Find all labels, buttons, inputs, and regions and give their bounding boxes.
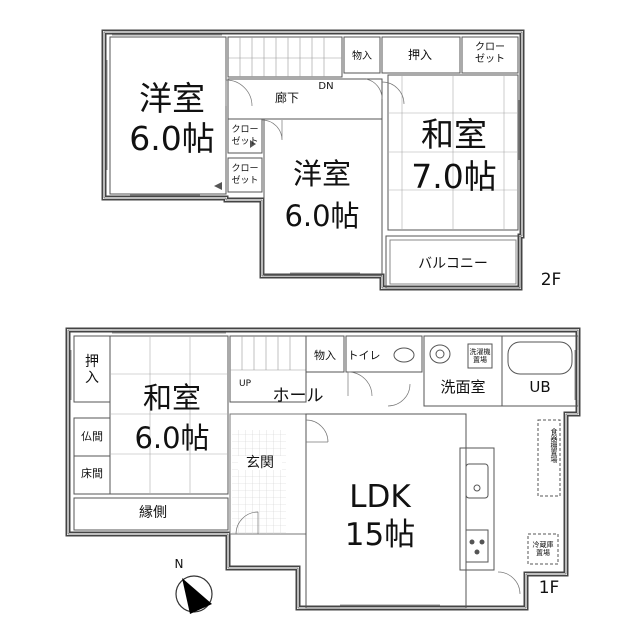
floor2-stair-dn-label: DN — [318, 81, 334, 92]
floor1-butsuma-label: 仏間 — [81, 430, 103, 443]
floor1-japanese-name: 和室 — [142, 381, 201, 415]
floor2-western-center-name: 洋室 — [292, 157, 351, 191]
floor1-washer-line1: 洗濯機 — [469, 348, 491, 356]
floor2-closet-mid2-line2: ゼット — [231, 176, 259, 186]
floor1-entrance-label: 玄関 — [238, 456, 282, 470]
entrance-tile-floor — [232, 430, 286, 534]
floor1-label: 1F — [538, 578, 560, 598]
floor2-closet-top-line1: クロー — [475, 42, 505, 53]
floor1-oshiire: 押 入 — [80, 354, 104, 386]
floor2-closet-top-line2: ゼット — [475, 54, 505, 65]
floor1-shelf-label: 食器棚置場 — [550, 428, 558, 463]
floor2-western-left-walls — [109, 36, 227, 195]
floor2-closet-top: クロー ゼット — [464, 42, 516, 66]
floor2-closet-mid2: クロー ゼット — [229, 163, 261, 187]
floor1-fridge-line1: 冷蔵庫 — [532, 541, 554, 549]
floor2-stair — [227, 36, 343, 78]
floor2-closet-mid2-line1: クロー — [231, 164, 259, 174]
floor2-closet-mid1-line2: ゼット — [231, 137, 259, 147]
floor1-oshiire-line1: 押 — [85, 354, 99, 370]
floor1-bath-label: UB — [529, 378, 551, 396]
floor1-engawa-label: 縁側 — [139, 505, 167, 521]
floor2-japanese-size: 7.0帖 — [411, 157, 497, 196]
compass-north-label: N — [174, 557, 184, 571]
floor1-hall-label: ホール — [272, 386, 324, 406]
compass-icon — [175, 575, 213, 614]
floor2-plan — [101, 29, 525, 291]
floor2-balcony-frame — [385, 235, 521, 289]
floor1-tokonoma-label: 床間 — [81, 467, 103, 480]
floor2-japanese-name: 和室 — [421, 115, 487, 154]
floor2-balcony-label: バルコニー — [418, 256, 488, 272]
floor2-closet-mid1-line1: クロー — [231, 125, 259, 135]
floor1-ldk-name: LDK — [349, 479, 411, 515]
floor1-oshiire-line2: 入 — [85, 370, 99, 386]
floor2-label: 2F — [540, 270, 562, 290]
floor1-storage-label: 物入 — [314, 349, 336, 362]
floor1-washer: 洗濯機 置場 — [466, 348, 494, 364]
floor1-fridge-line2: 置場 — [536, 549, 550, 557]
floor2-western-left-size: 6.0帖 — [129, 119, 215, 158]
floor1-fridge: 冷蔵庫 置場 — [528, 541, 558, 557]
floor2-corridor-label: 廊下 — [274, 91, 299, 105]
floor1-japanese-size: 6.0帖 — [134, 421, 210, 455]
floor1-plan — [65, 327, 581, 611]
floor1-washer-line2: 置場 — [473, 356, 487, 364]
floor2-western-left-name: 洋室 — [139, 79, 205, 118]
floor2-storage-label: 物入 — [352, 51, 372, 62]
floor2-oshiire-label: 押入 — [407, 48, 432, 62]
floor2-closet-mid1: クロー ゼット — [229, 124, 261, 148]
floor1-ldk-size: 15帖 — [344, 517, 416, 553]
floor1-toilet-label: トイレ — [347, 349, 381, 362]
floor1-washroom-label: 洗面室 — [440, 378, 486, 396]
floor2-western-center-size: 6.0帖 — [284, 199, 360, 233]
floor1-stair-up-label: UP — [238, 379, 251, 389]
